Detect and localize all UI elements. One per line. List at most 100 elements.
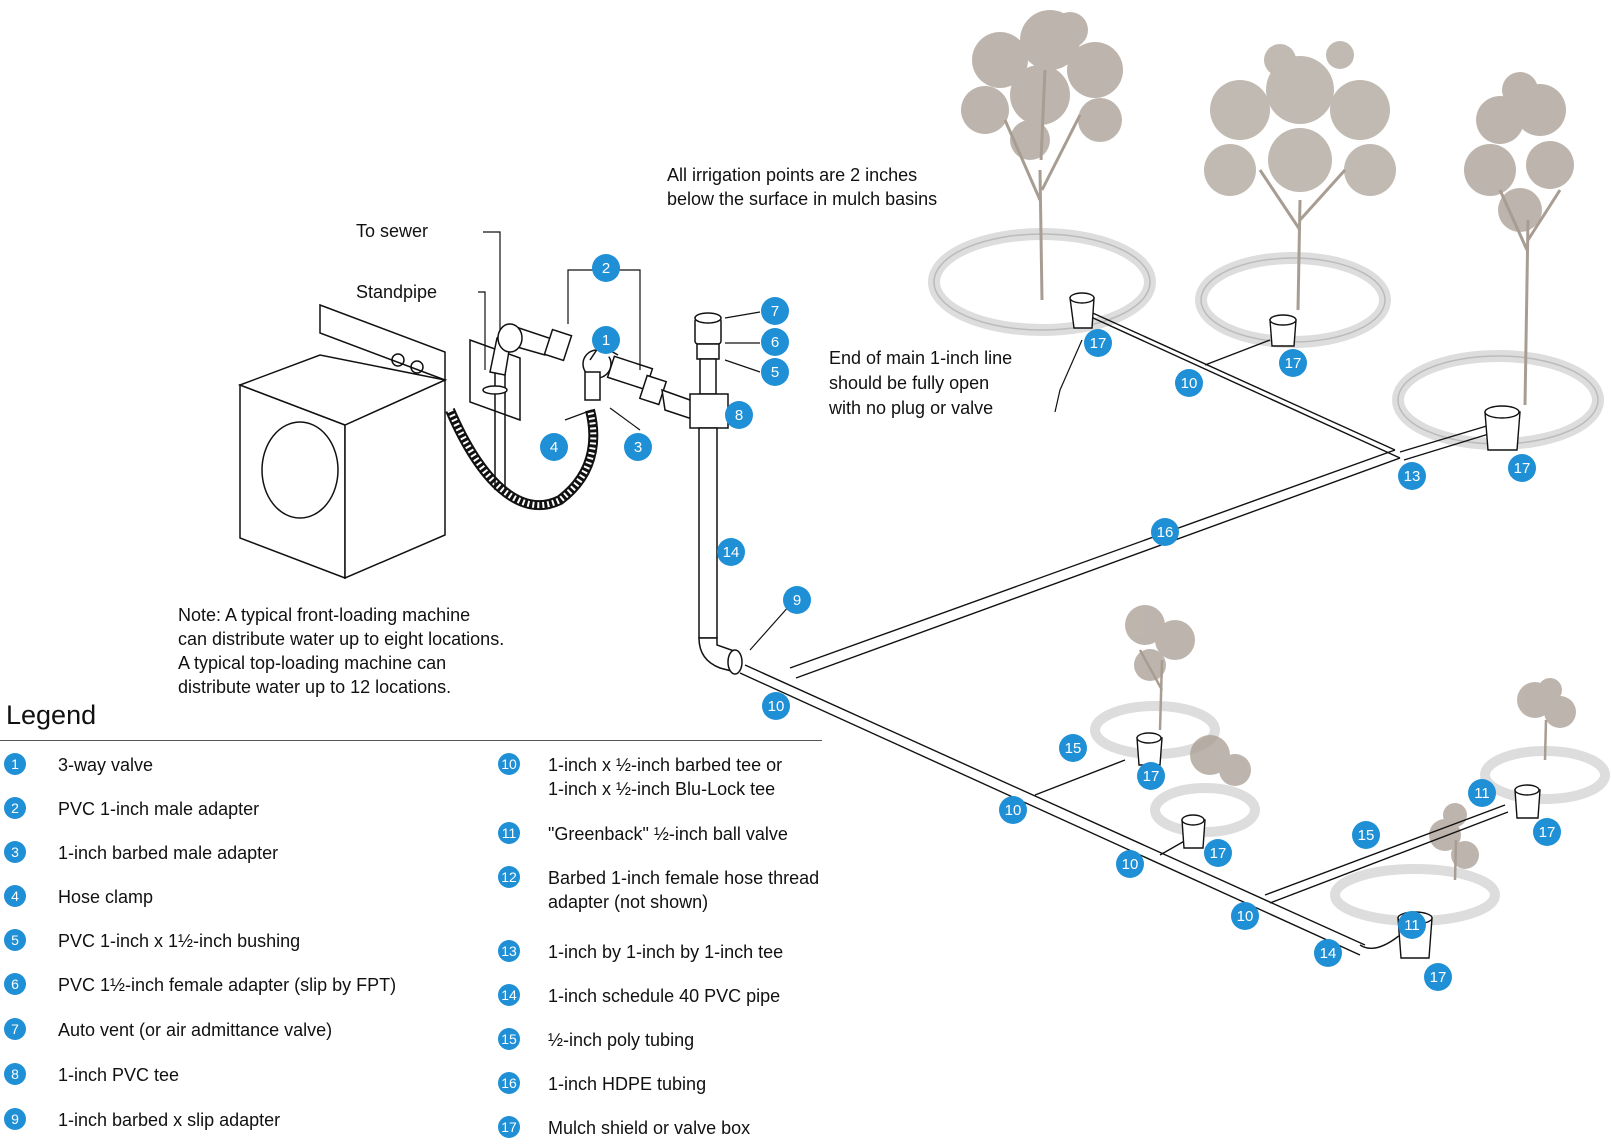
legend-number-badge: 4 xyxy=(4,885,26,907)
irrigation-note-line-1: All irrigation points are 2 inches xyxy=(667,165,918,185)
svg-text:11: 11 xyxy=(1474,785,1490,802)
legend-item-text: Barbed 1-inch female hose thread adapter… xyxy=(548,868,820,912)
svg-text:7: 7 xyxy=(771,303,779,320)
end-line-note-3: with no plug or valve xyxy=(829,398,994,418)
legend-number-badge: 13 xyxy=(498,940,520,962)
legend-item: 1 3-way valve xyxy=(4,753,153,777)
legend-item: 11 "Greenback" ½-inch ball valve xyxy=(498,822,788,846)
tree-4 xyxy=(1090,605,1260,837)
legend-item-text: Mulch shield or valve box xyxy=(548,1118,751,1138)
callout-badge: 4 xyxy=(540,433,568,461)
pipe-network xyxy=(739,304,1509,956)
callout-badge: 5 xyxy=(761,358,789,386)
svg-text:4: 4 xyxy=(550,439,558,456)
legend-number-badge: 10 xyxy=(498,753,520,775)
valve-assembly xyxy=(489,323,697,422)
legend-item-text: ½-inch poly tubing xyxy=(548,1030,695,1050)
svg-text:17: 17 xyxy=(1430,969,1447,986)
callout-badge: 1 xyxy=(592,326,620,354)
legend-number-badge: 14 xyxy=(498,984,520,1006)
legend-number-badge: 6 xyxy=(4,973,26,995)
legend-number-badge: 1 xyxy=(4,753,26,775)
legend-number-badge: 16 xyxy=(498,1072,520,1094)
leader-lines xyxy=(478,231,1083,651)
svg-text:5: 5 xyxy=(771,364,779,381)
callout-badge: 7 xyxy=(761,297,789,325)
svg-text:10: 10 xyxy=(768,698,785,715)
machine-note-4: distribute water up to 12 locations. xyxy=(178,677,452,697)
svg-text:10: 10 xyxy=(1122,856,1139,873)
svg-text:17: 17 xyxy=(1210,845,1227,862)
tree-5 xyxy=(1480,678,1610,804)
legend-item: 12 Barbed 1-inch female hose thread adapt… xyxy=(498,866,819,914)
callout-badge: 10 xyxy=(999,796,1027,824)
svg-text:14: 14 xyxy=(1320,945,1337,962)
legend-item-text: 1-inch barbed male adapter xyxy=(58,843,279,863)
legend-item: 14 1-inch schedule 40 PVC pipe xyxy=(498,984,780,1008)
legend-number-badge: 8 xyxy=(4,1063,26,1085)
legend-item-text: 1-inch x ½-inch barbed tee or 1-inch x ½… xyxy=(548,755,783,799)
svg-text:10: 10 xyxy=(1181,375,1198,392)
callout-badge: 15 xyxy=(1059,734,1087,762)
valve-boxes xyxy=(1069,292,1541,959)
legend-item-text: PVC 1½-inch female adapter (slip by FPT) xyxy=(58,975,397,995)
svg-text:15: 15 xyxy=(1358,827,1375,844)
legend-number-badge: 15 xyxy=(498,1028,520,1050)
callout-badge: 17 xyxy=(1424,963,1452,991)
washing-machine xyxy=(237,303,448,580)
tree-3 xyxy=(1392,72,1604,450)
svg-text:2: 2 xyxy=(602,260,610,277)
legend-item-text: "Greenback" ½-inch ball valve xyxy=(548,824,788,844)
callout-badge: 10 xyxy=(762,692,790,720)
svg-text:6: 6 xyxy=(771,334,779,351)
callout-badge: 8 xyxy=(725,401,753,429)
svg-text:15: 15 xyxy=(1065,740,1082,757)
legend-number-badge: 5 xyxy=(4,929,26,951)
svg-text:13: 13 xyxy=(1404,468,1421,485)
callout-badge: 15 xyxy=(1352,821,1380,849)
legend-item-text: Hose clamp xyxy=(58,887,154,907)
callout-badge: 17 xyxy=(1084,329,1112,357)
callout-badge: 10 xyxy=(1116,850,1144,878)
svg-text:11: 11 xyxy=(1404,917,1420,934)
legend-divider xyxy=(0,740,822,741)
end-line-note-2: should be fully open xyxy=(829,373,990,393)
legend-number-badge: 12 xyxy=(498,866,520,888)
legend-item-text: 1-inch schedule 40 PVC pipe xyxy=(548,986,781,1006)
legend-item: 4 Hose clamp xyxy=(4,885,153,909)
svg-text:17: 17 xyxy=(1285,355,1302,372)
legend-item-text: 3-way valve xyxy=(58,755,154,775)
callout-badge: 11 xyxy=(1398,911,1426,939)
callout-badge: 3 xyxy=(624,433,652,461)
machine-note-3: A typical top-loading machine can xyxy=(178,653,447,673)
callout-badge: 16 xyxy=(1151,518,1179,546)
legend-number-badge: 7 xyxy=(4,1018,26,1040)
legend-item: 10 1-inch x ½-inch barbed tee or 1-inch x… xyxy=(498,753,782,801)
svg-text:1: 1 xyxy=(602,332,610,349)
svg-text:14: 14 xyxy=(723,544,740,561)
legend-number-badge: 11 xyxy=(498,822,520,844)
callout-badge: 14 xyxy=(717,538,745,566)
legend-item: 13 1-inch by 1-inch by 1-inch tee xyxy=(498,940,783,964)
svg-text:17: 17 xyxy=(1090,335,1107,352)
legend-item: 5 PVC 1-inch x 1½-inch bushing xyxy=(4,929,300,953)
legend-number-badge: 2 xyxy=(4,797,26,819)
legend-item: 15 ½-inch poly tubing xyxy=(498,1028,694,1052)
legend-item-text: PVC 1-inch x 1½-inch bushing xyxy=(58,931,301,951)
callout-badge: 9 xyxy=(783,586,811,614)
callout-badge: 6 xyxy=(761,328,789,356)
callout-badge: 17 xyxy=(1137,762,1165,790)
legend-item-text: 1-inch by 1-inch by 1-inch tee xyxy=(548,942,784,962)
standpipe-label: Standpipe xyxy=(356,282,438,302)
riser-pipe xyxy=(689,312,743,675)
tree-6 xyxy=(1330,803,1500,926)
to-sewer-label: To sewer xyxy=(356,221,429,241)
svg-text:17: 17 xyxy=(1539,824,1556,841)
tree-1 xyxy=(928,10,1156,336)
svg-text:17: 17 xyxy=(1514,460,1531,477)
